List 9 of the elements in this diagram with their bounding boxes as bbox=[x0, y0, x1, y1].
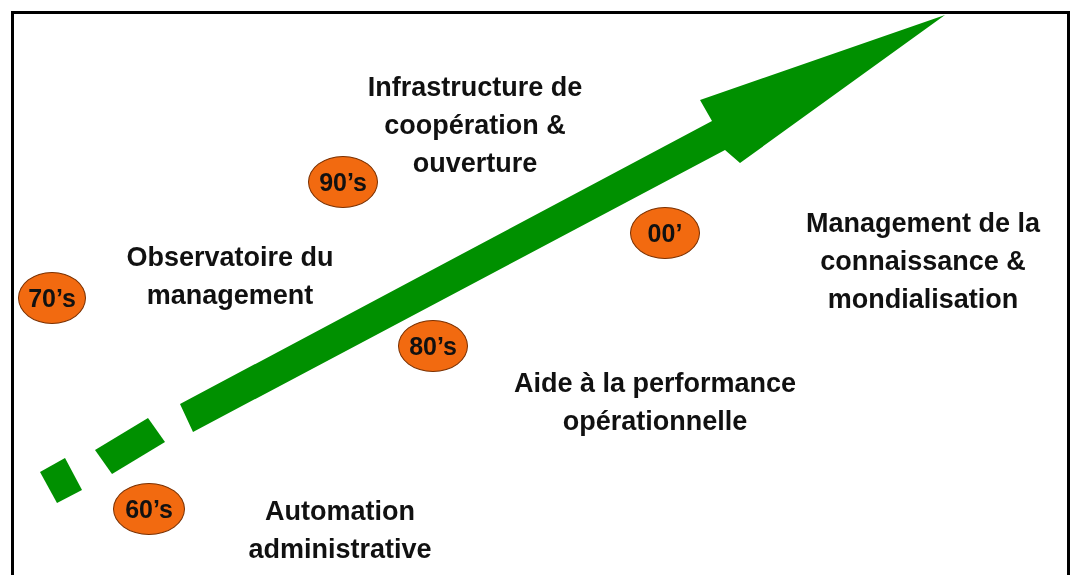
decade-badge: 70’s bbox=[18, 272, 86, 324]
decade-badge: 80’s bbox=[398, 320, 468, 372]
decade-badge: 00’ bbox=[630, 207, 700, 259]
decade-badge: 60’s bbox=[113, 483, 185, 535]
decade-badge: 90’s bbox=[308, 156, 378, 208]
decade-caption: Aide à la performance opérationnelle bbox=[512, 367, 798, 438]
decade-caption: Automation administrative bbox=[247, 495, 433, 566]
decade-caption: Observatoire du management bbox=[125, 241, 335, 312]
decade-caption: Management de la connaissance & mondialisation bbox=[804, 207, 1042, 316]
